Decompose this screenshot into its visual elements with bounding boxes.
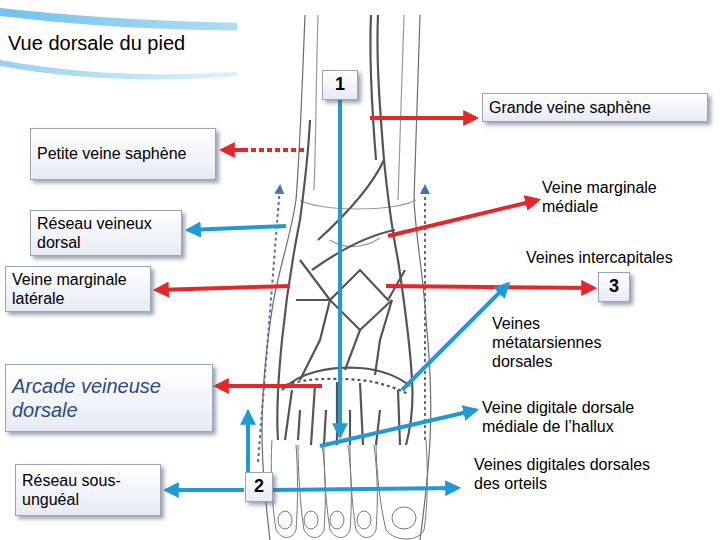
callout-number-box: 3 — [598, 272, 630, 302]
vein-label: Veine digitale dorsale médiale de l’hall… — [482, 398, 682, 436]
vein-name: Petite veine saphène — [37, 144, 209, 163]
callout-number: 2 — [252, 476, 266, 498]
illustration-frame — [237, 14, 435, 540]
vein-name: Grande veine saphène — [489, 98, 701, 117]
callout-number-box: 1 — [322, 70, 358, 100]
vein-label: Veines métatarsiennes dorsales — [492, 314, 632, 372]
slide-title: Vue dorsale du pied — [8, 32, 185, 55]
label-box: Grande veine saphène — [482, 93, 708, 122]
label-box: Petite veine saphène — [30, 128, 216, 180]
vein-label: Veines digitales dorsales des orteils — [474, 455, 664, 493]
veins — [277, 15, 412, 445]
label-box: Réseau sous-unguéal — [15, 464, 161, 516]
callout-number-box: 2 — [245, 472, 273, 502]
callout-number: 3 — [605, 276, 623, 298]
vein-label: Veines intercapitales — [526, 248, 720, 267]
vein-name: Veine marginale latérale — [12, 270, 144, 308]
foot-outline — [262, 15, 431, 540]
label-box: Réseau veineux dorsal — [30, 210, 182, 256]
callout-number: 1 — [329, 74, 351, 96]
label-box: Veine marginale latérale — [5, 266, 151, 312]
banner-swoosh — [0, 60, 260, 79]
vein-name: Réseau veineux dorsal — [37, 214, 175, 252]
label-box: Arcade veineuse dorsale — [5, 364, 213, 432]
vein-name: Réseau sous-unguéal — [22, 471, 154, 509]
vein-label: Veine marginale médiale — [542, 178, 692, 216]
vein-name: Arcade veineuse dorsale — [12, 374, 206, 422]
